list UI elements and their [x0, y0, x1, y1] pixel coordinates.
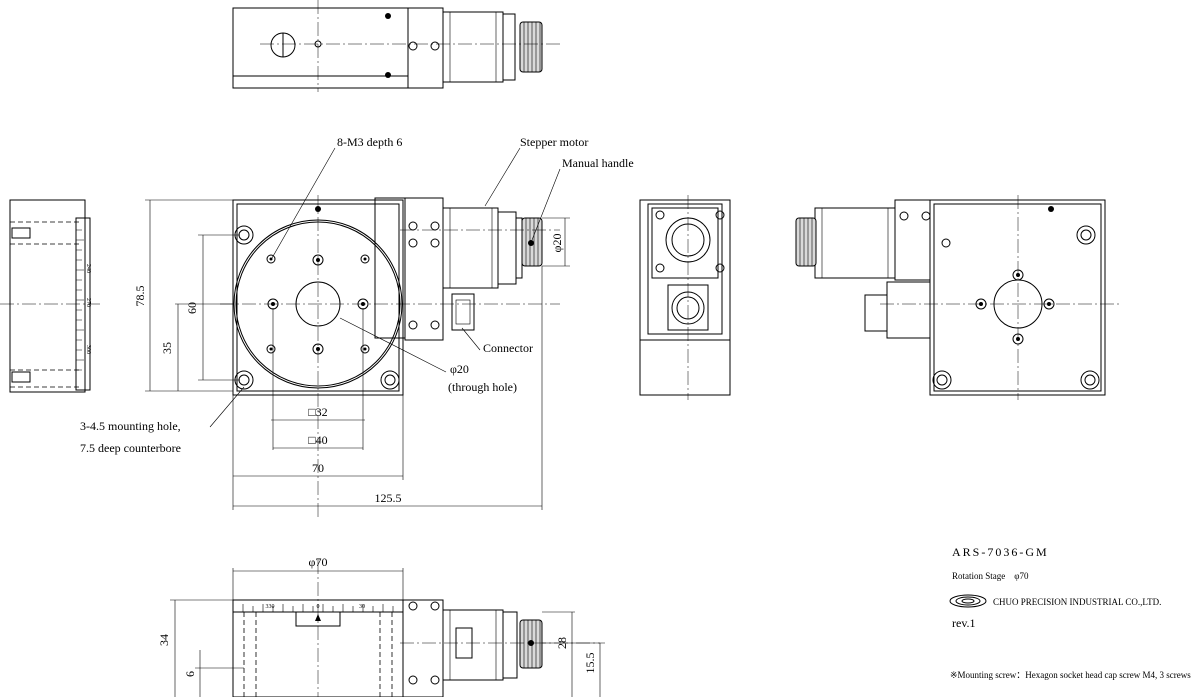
mounting-hole-label-line1: 3-4.5 mounting hole, [80, 419, 181, 433]
mounting-hole-label-line2: 7.5 deep counterbore [80, 441, 181, 455]
top-view [232, 0, 560, 92]
dim-70: 70 [312, 461, 324, 475]
company-logo [949, 594, 987, 608]
front-scale-0: 0 [317, 604, 320, 610]
left-scale-240: 240 [85, 264, 91, 273]
plan-view [220, 195, 560, 520]
left-side-view [0, 199, 100, 393]
handle-dia-label: φ20 [550, 234, 564, 253]
product-name: Rotation Stage φ70 [952, 571, 1029, 581]
model-number: ARS-7036-GM [952, 545, 1049, 559]
dim-60: 60 [185, 302, 199, 314]
mounting-note: ※Mounting screw：Hexagon socket head cap … [950, 670, 1191, 680]
left-scale-300: 300 [85, 345, 91, 354]
rear-view [795, 195, 1120, 400]
motor-end-view [639, 195, 731, 400]
dim-6: 6 [183, 671, 197, 677]
through-hole-dia-label: φ20 [450, 362, 469, 376]
dim-dia-70: φ70 [309, 555, 328, 569]
front-scale-330: 330 [266, 604, 275, 610]
dim-34: 34 [157, 634, 171, 646]
mounting-holes [234, 225, 400, 390]
dim-sq-32: □32 [308, 405, 327, 419]
dim-125-5: 125.5 [375, 491, 402, 505]
title-block: ARS-7036-GM Rotation Stage φ70 CHUO PREC… [949, 545, 1191, 680]
through-hole-label: (through hole) [448, 380, 517, 394]
company-name: CHUO PRECISION INDUSTRIAL CO.,LTD. [993, 597, 1161, 607]
plan-dimension-lines [145, 199, 570, 510]
dim-15-5: 15.5 [583, 653, 597, 674]
front-scale-30: 30 [359, 604, 365, 610]
connector-label: Connector [483, 341, 533, 355]
front-view [232, 560, 600, 697]
revision: rev.1 [952, 616, 976, 630]
holes-m3-label: 8-M3 depth 6 [337, 135, 402, 149]
left-scale-270: 270 [85, 298, 91, 307]
dim-35: 35 [160, 342, 174, 354]
dim-sq-40: □40 [308, 433, 327, 447]
stepper-motor-label: Stepper motor [520, 135, 588, 149]
manual-handle-label: Manual handle [562, 156, 634, 170]
dim-28: 28 [555, 637, 569, 649]
front-dimension-lines [170, 568, 605, 697]
dim-78-5: 78.5 [133, 286, 147, 307]
leader-lines [209, 147, 561, 428]
